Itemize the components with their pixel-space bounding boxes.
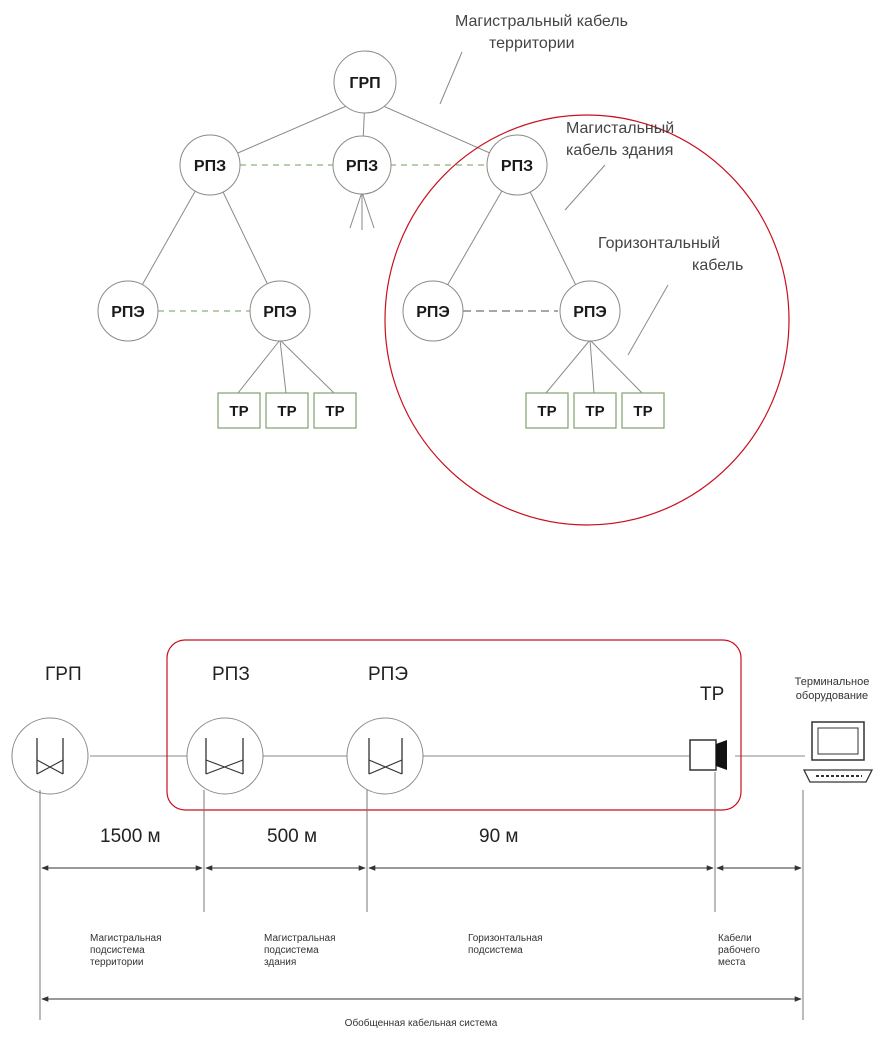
svg-text:РПЭ: РПЭ	[111, 304, 145, 321]
linear-schema: ГРП РПЗ РПЭ ТР Терминальное	[11, 639, 874, 1029]
svg-text:РПЗ: РПЗ	[501, 158, 533, 175]
node-rpe-4: РПЭ	[559, 280, 621, 342]
label-tr: ТР	[700, 684, 724, 705]
label-grp: ГРП	[45, 664, 82, 685]
terminal-label-1: Терминальное	[795, 676, 870, 688]
distance-500: 500 м	[267, 826, 317, 847]
node-rpz-3: РПЗ	[486, 134, 548, 196]
svg-text:РПЭ: РПЭ	[573, 304, 607, 321]
tr-box-1: ТР	[217, 392, 261, 429]
callout-horizontal-line1: Горизонтальный	[598, 235, 720, 252]
computer-terminal-icon	[802, 721, 874, 783]
svg-text:ТР: ТР	[537, 403, 556, 420]
node-rpe-3: РПЭ	[402, 280, 464, 342]
node-rpz-1: РПЗ	[179, 134, 241, 196]
svg-text:подсистема: подсистема	[264, 945, 319, 956]
svg-text:Кабели: Кабели	[718, 932, 752, 944]
leader-building	[564, 164, 606, 211]
tr-box-5: ТР	[573, 392, 617, 429]
crossconnect-rpe	[346, 717, 424, 795]
subsystem-horizontal-label: Горизонтальная подсистема	[468, 933, 543, 956]
subsystem-workplace-label: Кабели рабочего места	[718, 932, 760, 968]
callout-campus-line1: Магистральный кабель	[455, 13, 628, 30]
distance-1500: 1500 м	[100, 826, 161, 847]
svg-text:рабочего: рабочего	[718, 944, 760, 956]
subsystem-building-label: Магистральная подсистема здания	[264, 933, 335, 968]
svg-text:Горизонтальная: Горизонтальная	[468, 933, 543, 944]
crossconnect-grp	[11, 717, 89, 795]
distance-90: 90 м	[479, 826, 518, 847]
callout-building-line1: Магистальный	[566, 120, 674, 137]
callout-building-line2: кабель здания	[566, 142, 673, 159]
node-grp: ГРП	[333, 50, 397, 114]
label-rpz: РПЗ	[212, 664, 250, 685]
terminal-label-2: оборудование	[796, 690, 868, 702]
node-rpe-2: РПЭ	[249, 280, 311, 342]
leader-horizontal	[627, 284, 669, 356]
highlight-ellipse	[384, 114, 790, 526]
hierarchy-tree: ГРП РПЗ РПЗ РПЗ РПЭ РПЭ РПЭ РПЭ	[97, 13, 790, 526]
tr-box-6: ТР	[621, 392, 665, 429]
svg-text:Магистральная: Магистральная	[90, 933, 161, 944]
svg-text:территории: территории	[90, 957, 144, 968]
svg-text:ТР: ТР	[633, 403, 652, 420]
callout-horizontal-line2: кабель	[692, 257, 743, 274]
outlet-icon	[689, 739, 727, 771]
svg-text:подсистема: подсистема	[468, 945, 523, 956]
crossconnect-rpz	[186, 717, 264, 795]
svg-text:подсистема: подсистема	[90, 945, 145, 956]
tr-box-3: ТР	[313, 392, 357, 429]
svg-text:ГРП: ГРП	[349, 75, 380, 92]
svg-text:ТР: ТР	[277, 403, 296, 420]
callout-campus-line2: территории	[489, 35, 575, 52]
svg-text:РПЭ: РПЭ	[263, 304, 297, 321]
svg-text:РПЗ: РПЗ	[346, 158, 378, 175]
node-rpe-1: РПЭ	[97, 280, 159, 342]
svg-text:ТР: ТР	[229, 403, 248, 420]
tr-box-2: ТР	[265, 392, 309, 429]
label-rpe: РПЭ	[368, 664, 408, 685]
highlight-rect	[166, 639, 742, 811]
svg-text:ТР: ТР	[585, 403, 604, 420]
svg-text:здания: здания	[264, 957, 296, 968]
svg-text:ТР: ТР	[325, 403, 344, 420]
tr-box-4: ТР	[525, 392, 569, 429]
leader-campus	[439, 51, 463, 105]
svg-text:места: места	[718, 957, 746, 968]
overall-label: Обобщенная кабельная система	[345, 1017, 498, 1029]
svg-text:Магистральная: Магистральная	[264, 933, 335, 944]
node-rpz-2: РПЗ	[332, 135, 392, 195]
svg-text:РПЗ: РПЗ	[194, 158, 226, 175]
fan-lines	[349, 191, 375, 230]
svg-text:РПЭ: РПЭ	[416, 304, 450, 321]
subsystem-campus-label: Магистральная подсистема территории	[90, 933, 161, 968]
